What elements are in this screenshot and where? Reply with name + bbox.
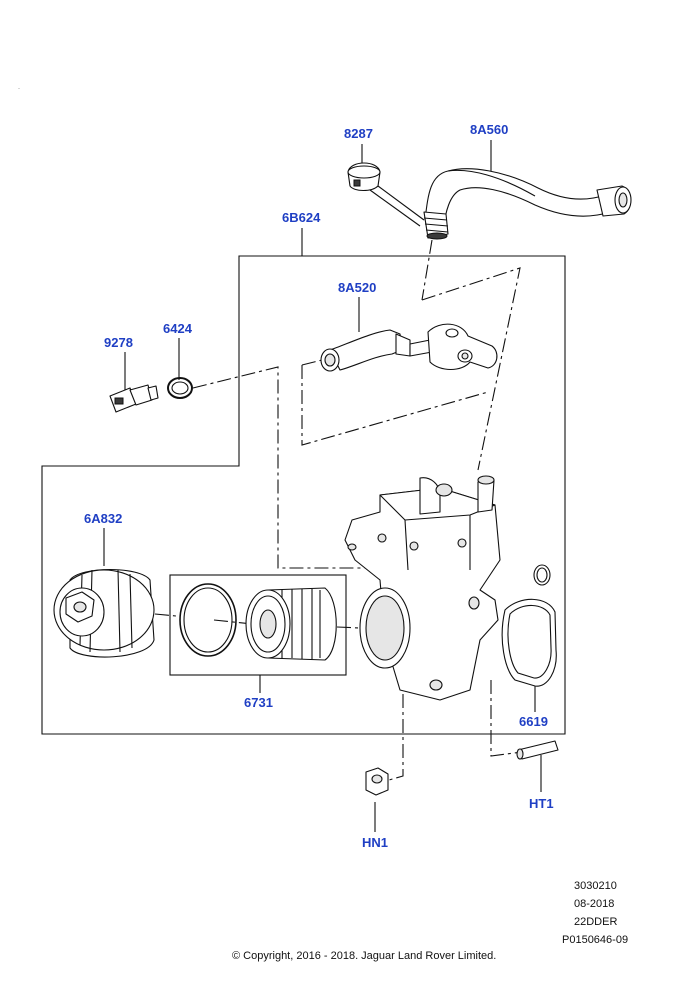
- corner-mark: -: [18, 86, 20, 92]
- callout-6A832: 6A832: [84, 511, 123, 526]
- callout-HT1: HT1: [529, 796, 554, 811]
- callout-6731: 6731: [244, 695, 273, 710]
- sensor-9278: [109, 384, 159, 413]
- callout-8287: 8287: [344, 126, 373, 141]
- gasket-6619: [501, 564, 557, 687]
- oring-6424: [167, 377, 193, 399]
- leader-lines: [103, 140, 542, 832]
- stud-HT1: [516, 740, 559, 760]
- ref-number: 3030210: [574, 880, 617, 892]
- callout-9278: 9278: [104, 335, 133, 350]
- assembly-path-lines: [154, 239, 523, 783]
- callout-6B624: 6B624: [282, 210, 321, 225]
- ref-date: 08-2018: [574, 898, 615, 910]
- assembly-outline: [41, 255, 566, 735]
- callout-HN1: HN1: [362, 835, 389, 850]
- callout-8A520: 8A520: [338, 280, 377, 295]
- filter-housing: [344, 475, 501, 701]
- ref-model-code: 22DDER: [574, 916, 618, 928]
- filter-cap-6A832: [53, 568, 155, 658]
- hose-8A560: [423, 168, 632, 240]
- ref-illustration-id: P0150646-09: [562, 934, 629, 946]
- filter-kit-6731: [169, 574, 347, 676]
- copyright-notice: © Copyright, 2016 - 2018. Jaguar Land Ro…: [232, 950, 497, 962]
- callout-8A560: 8A560: [470, 122, 509, 137]
- clamp-8287: [347, 162, 381, 192]
- callout-6424: 6424: [163, 321, 192, 336]
- pipe-8A520: [320, 323, 498, 372]
- callout-6619: 6619: [519, 714, 548, 729]
- nut-HN1: [365, 767, 389, 796]
